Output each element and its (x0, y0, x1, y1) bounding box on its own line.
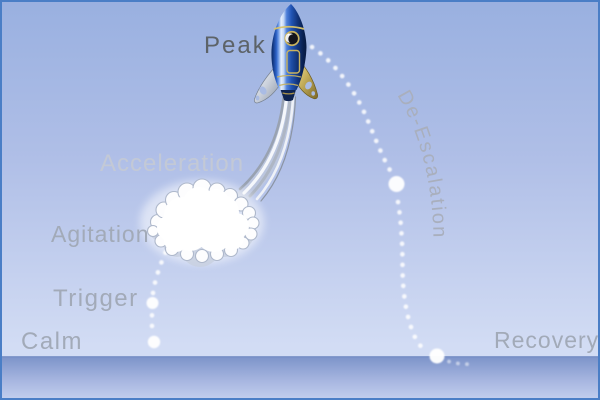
horizon-line (2, 356, 598, 358)
stage-dot-recovery (429, 348, 445, 364)
stage-dot-de-escalation (388, 176, 405, 192)
rocket-nozzle (280, 89, 296, 102)
stage-label-acceleration: Acceleration (100, 150, 245, 177)
rocket-porthole (284, 30, 300, 47)
rocket-body (271, 4, 307, 90)
stage-label-calm: Calm (21, 328, 84, 355)
stage-label-recovery: Recovery (494, 327, 600, 353)
ground (0, 357, 600, 400)
stage-label-agitation: Agitation (51, 221, 150, 247)
stage-dot-calm (147, 335, 161, 349)
stage-dot-trigger (146, 297, 159, 309)
rocket-hatch (286, 49, 301, 74)
stage-label-peak: Peak (204, 32, 267, 59)
descent-dotted-path (309, 44, 478, 367)
smoke-cloud-icon (140, 178, 264, 267)
exhaust-trail (236, 92, 297, 203)
stage-label-trigger: Trigger (53, 285, 139, 312)
rocket-icon (253, 4, 318, 104)
